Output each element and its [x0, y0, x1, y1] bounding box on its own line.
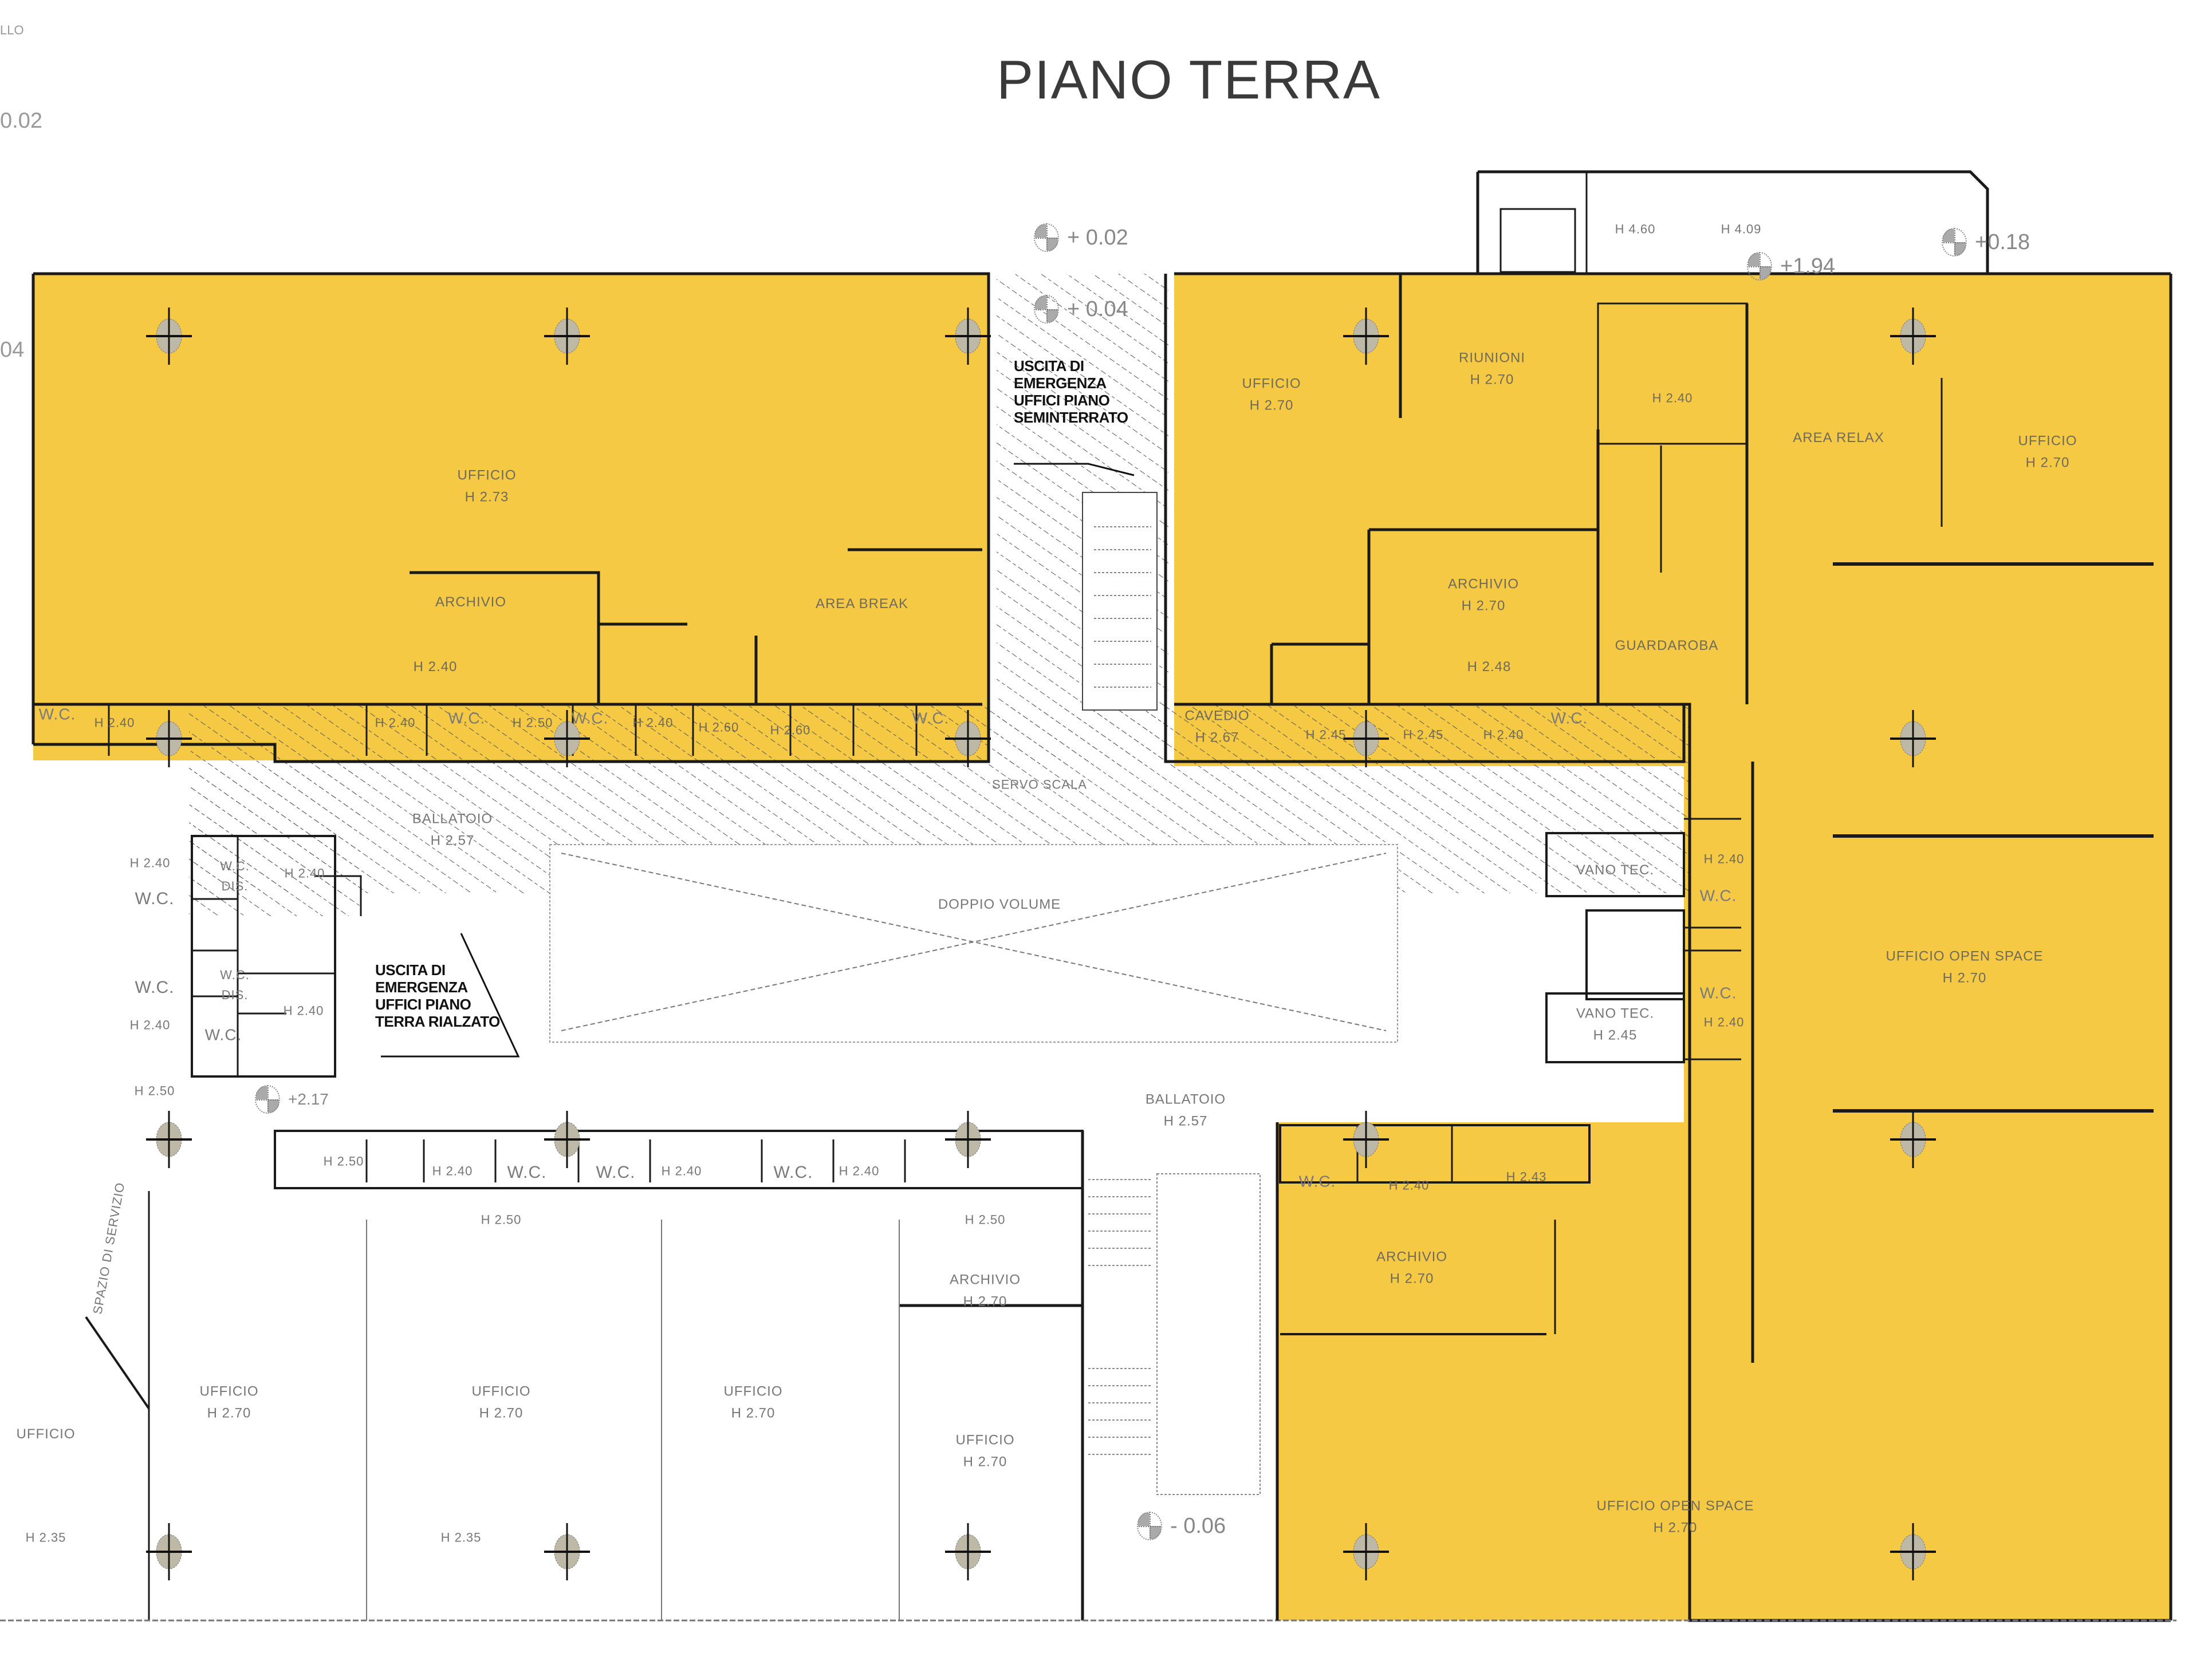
room-height: H 2.43	[1506, 1169, 1547, 1184]
room-height: H 2.40	[375, 715, 416, 730]
room-ne-area-relax: AREA RELAX	[1793, 429, 1884, 445]
level-datum-icon	[255, 1085, 280, 1114]
level-marker: +1.94	[1747, 252, 1835, 281]
room-height: H 2.60	[698, 720, 739, 735]
emergency-exit-note-raised: USCITA DI EMERGENZA UFFICI PIANO TERRA R…	[375, 961, 500, 1030]
room-vano-tec-1: VANO TEC.	[1576, 862, 1655, 878]
room-nw-area-break: AREA BREAK	[815, 596, 909, 612]
rented-areas	[33, 274, 2171, 1620]
room-wc: W.C.	[1699, 984, 1737, 1002]
room-wc: W.C.	[571, 709, 609, 727]
room-height: H 2.45	[1403, 727, 1444, 742]
room-height: H 2.40	[283, 1003, 324, 1018]
room-height: H 2.40	[632, 715, 674, 730]
room-wc-dis: W.C. DIS.	[220, 858, 250, 893]
room-wc-dis: W.C. DIS.	[220, 967, 250, 1002]
level-marker: + 0.02	[1034, 223, 1128, 252]
room-west-corridor: H 2.50	[134, 1083, 175, 1098]
room-south-corridor-east: H 2.50	[965, 1212, 1006, 1227]
room-wc: W.C.	[204, 1026, 242, 1044]
level-datum-icon	[1747, 252, 1772, 281]
room-height: H 2.40	[129, 855, 171, 870]
emergency-exit-note-basement: USCITA DI EMERGENZA UFFICI PIANO SEMINTE…	[1014, 357, 1128, 426]
edge-fragment-top: LLO	[0, 23, 24, 37]
room-wc: W.C.	[912, 709, 950, 727]
room-height: H 2.60	[770, 723, 811, 738]
room-height: H 2.40	[129, 1018, 171, 1032]
room-height: H 2.40	[94, 715, 135, 730]
level-datum-icon	[1137, 1512, 1162, 1540]
room-wc: W.C.	[1550, 709, 1588, 727]
level-datum-icon	[1034, 223, 1059, 252]
room-sw-office: UFFICIO	[16, 1426, 76, 1442]
room-wc: W.C.	[1298, 1172, 1336, 1190]
room-doppio-volume: DOPPIO VOLUME	[938, 896, 1061, 912]
level-marker: + 0.04	[1034, 295, 1128, 324]
walls	[0, 170, 2176, 1622]
room-nw-archive-name: ARCHIVIO	[435, 594, 507, 610]
room-wc: W.C.	[1699, 886, 1737, 905]
room-height: H 2.45	[1305, 727, 1347, 742]
room-wc: W.C.	[448, 709, 486, 727]
room-height: H 2.40	[432, 1164, 473, 1178]
room-height: H 2.40	[661, 1164, 702, 1178]
room-ne-lift-height: H 4.60	[1615, 222, 1656, 236]
room-height: H 2.50	[512, 715, 553, 730]
room-ne-archive-low: H 2.48	[1467, 658, 1512, 675]
room-vano-tec-2: VANO TEC.H 2.45	[1576, 1005, 1655, 1043]
room-height: H 2.40	[1483, 727, 1524, 742]
drawing-title: PIANO TERRA	[997, 49, 1381, 111]
room-height: H 2.35	[25, 1530, 66, 1545]
level-datum-icon	[1034, 295, 1059, 324]
room-wc: W.C.	[596, 1163, 636, 1182]
room-wc: W.C.	[38, 705, 76, 723]
room-ne-guardaroba: GUARDAROBA	[1615, 637, 1719, 653]
edge-fragment-level: 0.02	[0, 109, 42, 133]
hatched-areas	[189, 274, 1690, 1043]
level-marker: +2.17	[255, 1085, 329, 1114]
edge-fragment-left: 04	[0, 338, 25, 362]
room-wc: W.C.	[507, 1163, 547, 1182]
servo-scala-label: SERVO SCALA	[992, 777, 1087, 792]
level-marker: - 0.06	[1137, 1512, 1226, 1540]
room-height: H 2.50	[323, 1154, 364, 1169]
room-height: H 2.40	[1388, 1178, 1430, 1193]
room-height: H 2.40	[1703, 851, 1745, 866]
level-marker: +0.18	[1942, 228, 2030, 257]
room-height: H 2.40	[839, 1164, 880, 1178]
room-south-corridor: H 2.50	[481, 1212, 522, 1227]
room-ne-wc-block: H 2.40	[1652, 391, 1693, 405]
level-datum-icon	[1942, 228, 1967, 257]
room-height: H 2.40	[284, 866, 325, 881]
room-wc: W.C.	[135, 889, 175, 908]
room-wc: W.C.	[135, 978, 175, 997]
room-height: H 2.40	[1703, 1015, 1745, 1030]
room-nw-archive-height: H 2.40	[413, 658, 458, 675]
room-height: H 2.35	[440, 1530, 482, 1545]
room-wc: W.C.	[773, 1163, 813, 1182]
room-ne-stair-height: H 4.09	[1721, 222, 1762, 236]
